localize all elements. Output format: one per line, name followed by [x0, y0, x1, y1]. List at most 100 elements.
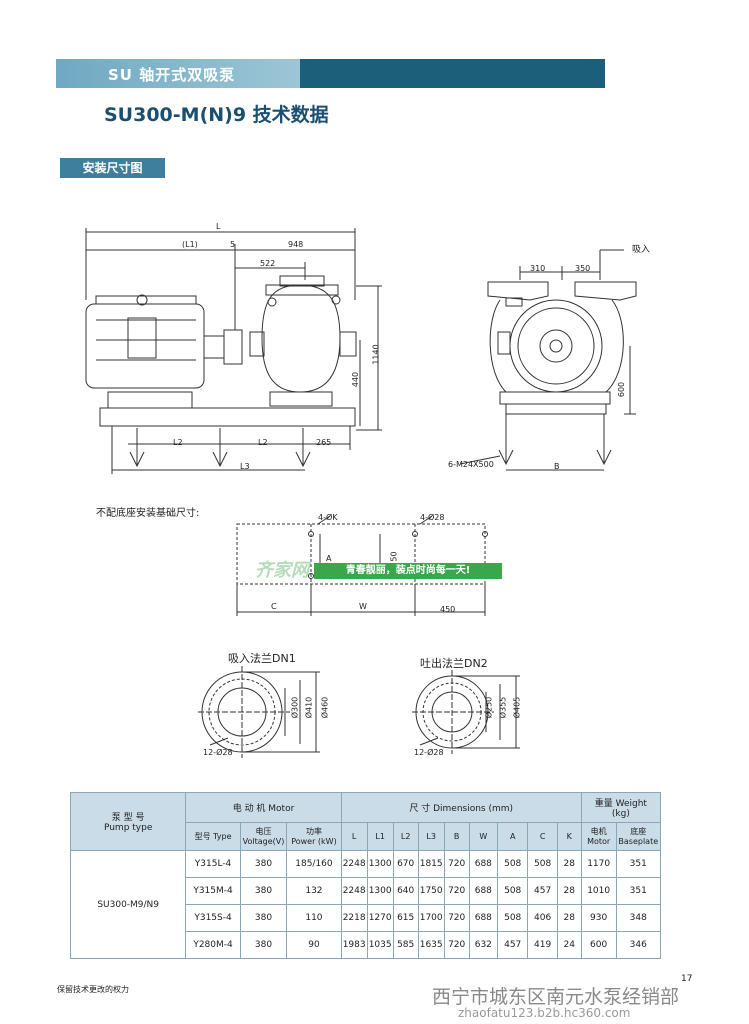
table-cell: 670 — [392, 850, 419, 878]
table-cell: 720 — [443, 850, 470, 878]
flange1-d410: Ø410 — [304, 696, 314, 719]
table-cell: 380 — [239, 904, 288, 932]
flange2-d250: Ø250 — [484, 696, 494, 719]
header-type: 型号 Type — [185, 822, 241, 851]
table-header-row-1: 泵 型 号 Pump type 电 动 机 Motor 尺 寸 Dimensio… — [69, 792, 662, 851]
dim-5: 5 — [230, 240, 236, 249]
header-power-en: Power (kW) — [291, 836, 337, 846]
table-cell: 28 — [556, 877, 582, 905]
header-weight-base-en: Baseplate — [618, 836, 659, 846]
table-cell: 1010 — [580, 877, 617, 905]
flange-dn1-title: 吸入法兰DN1 — [228, 652, 296, 665]
table-cell: 348 — [615, 904, 662, 932]
table-cell: 1270 — [366, 904, 394, 932]
banner-title: SU 轴开式双吸泵 — [108, 66, 236, 84]
table-cell: 406 — [527, 904, 558, 932]
flange2-holes: 12-Ø28 — [414, 748, 444, 757]
anchor-bolt-spec: 6-M24X500 — [448, 460, 494, 469]
table-cell: 28 — [556, 850, 582, 878]
table-cell: 1300 — [366, 877, 394, 905]
table-cell: 508 — [496, 904, 529, 932]
table-cell: 2248 — [340, 877, 368, 905]
section-label: 安装尺寸图 — [60, 158, 165, 178]
header-motor: 电 动 机 Motor — [185, 792, 342, 823]
table-cell: 720 — [443, 904, 470, 932]
table-cell: 90 — [286, 931, 342, 959]
table-cell: 720 — [443, 931, 470, 959]
dim-50: 50 — [389, 551, 399, 562]
dim-450: 450 — [440, 605, 456, 614]
dim-W: W — [359, 602, 367, 611]
header-pump-cn: 泵 型 号 — [111, 813, 145, 823]
header-col-L3: L3 — [417, 822, 445, 851]
anchor-bolts-side — [129, 428, 311, 468]
table-row: Y315S-4 380 110 2218 1270 615 1700 720 6… — [71, 904, 662, 932]
table-cell: 585 — [392, 931, 419, 959]
table-cell: 1700 — [417, 904, 445, 932]
footer-note: 保留技术更改的权力 — [57, 985, 129, 994]
table-cell: 2218 — [340, 904, 368, 932]
table-cell: 346 — [615, 931, 662, 959]
table-cell: Y315M-4 — [185, 877, 241, 905]
header-col-L: L — [340, 822, 368, 851]
dim-600: 600 — [617, 381, 627, 398]
flange-dn2-drawing — [412, 670, 520, 754]
header-weight: 重量 Weight (kg) — [580, 792, 662, 823]
header-col-L2: L2 — [392, 822, 419, 851]
dim-1140: 1140 — [371, 344, 381, 365]
header-weight-base-cn: 底座 — [630, 826, 647, 836]
dim-L2-a: L2 — [173, 438, 183, 447]
table-cell: 632 — [468, 931, 498, 959]
table-cell: 688 — [468, 877, 498, 905]
table-cell: 380 — [239, 877, 288, 905]
dim-265: 265 — [316, 438, 332, 447]
header-voltage-cn: 电压 — [255, 826, 272, 836]
table-cell: 720 — [443, 877, 470, 905]
header-pump-type: 泵 型 号 Pump type — [69, 792, 187, 851]
table-cell: 1815 — [417, 850, 445, 878]
table-cell: 615 — [392, 904, 419, 932]
table-cell: 508 — [496, 850, 529, 878]
table-row: Y280M-4 380 90 1983 1035 585 1635 720 63… — [71, 931, 662, 959]
dim-C: C — [271, 602, 277, 611]
table-cell: 1983 — [340, 931, 368, 959]
table-cell: 24 — [556, 931, 582, 959]
header-weight-motor-en: Motor — [587, 836, 611, 846]
foundation-title: 不配底座安装基础尺寸: — [96, 508, 200, 519]
header-weight-cn: 重量 Weight — [594, 799, 647, 809]
table-cell: 457 — [527, 877, 558, 905]
table-cell: 1035 — [366, 931, 394, 959]
table-cell: 132 — [286, 877, 342, 905]
header-col-B: B — [443, 822, 470, 851]
dim-350: 350 — [575, 264, 591, 273]
table-cell: 640 — [392, 877, 419, 905]
dim-522: 522 — [260, 259, 276, 268]
dim-310: 310 — [530, 264, 546, 273]
pump-model-cell: SU300-M9/N9 — [69, 850, 187, 959]
dim-948: 948 — [288, 240, 304, 249]
table-cell: 380 — [239, 850, 288, 878]
dim-L1: (L1) — [182, 240, 198, 249]
table-cell: 2248 — [340, 850, 368, 878]
table-cell: Y315S-4 — [185, 904, 241, 932]
table-cell: 508 — [496, 877, 529, 905]
header-weight-motor-cn: 电机 — [590, 826, 607, 836]
header-pump-en: Pump type — [103, 823, 153, 833]
table-cell: 1750 — [417, 877, 445, 905]
dim-4-phi-K: 4-ØK — [318, 513, 338, 522]
header-col-C: C — [527, 822, 558, 851]
flange2-d355: Ø355 — [498, 696, 508, 719]
dim-A: A — [326, 554, 332, 563]
page-subtitle: SU300-M(N)9 技术数据 — [104, 104, 329, 126]
table-cell: 419 — [527, 931, 558, 959]
flange2-d405: Ø405 — [512, 696, 522, 719]
footer-company-watermark: 西宁市城东区南元水泵经销部 — [432, 986, 680, 1008]
table-cell: 930 — [580, 904, 617, 932]
table-cell: 1170 — [580, 850, 617, 878]
page-number: 17 — [681, 974, 693, 984]
